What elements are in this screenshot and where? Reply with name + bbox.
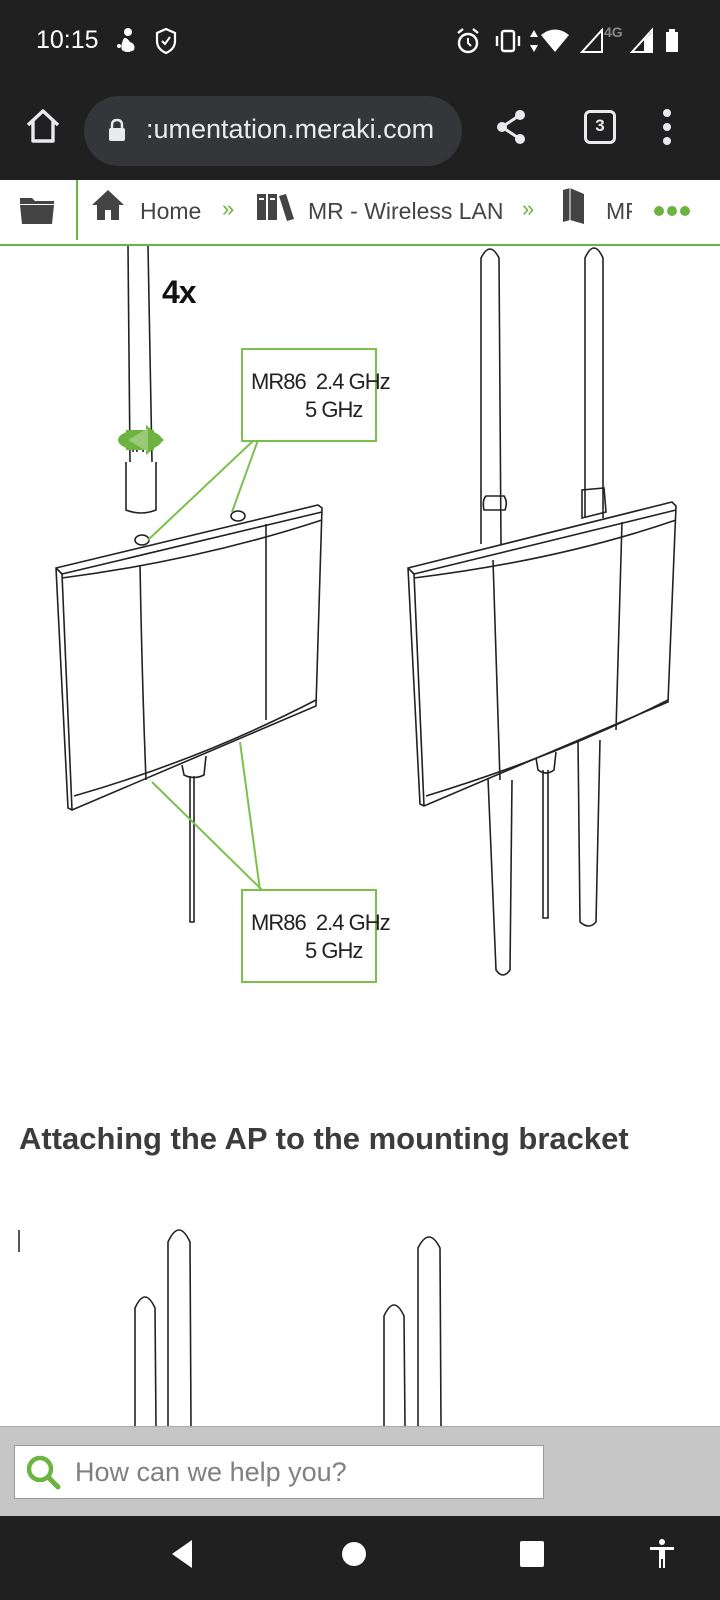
rotate-arrow-icon (118, 425, 164, 455)
home-icon[interactable] (24, 106, 62, 151)
search-placeholder: How can we help you? (75, 1457, 347, 1487)
battery-full-icon (664, 26, 680, 61)
help-search-bar: How can we help you? (0, 1426, 720, 1516)
home-icon (90, 188, 126, 227)
shield-check-icon (154, 26, 178, 61)
wifi-icon (540, 26, 570, 61)
signal-icon (579, 26, 604, 61)
signal-icon (629, 26, 654, 61)
search-icon (25, 1454, 63, 1497)
breadcrumb-divider (76, 180, 78, 240)
label-band: 5 GHz (305, 397, 363, 422)
books-icon (256, 192, 296, 227)
alarm-icon (454, 26, 482, 61)
accessibility-icon[interactable] (648, 1538, 676, 1575)
label-band: 5 GHz (305, 938, 363, 963)
antenna-port-label: MR86 2.4 GHz 5 GHz (241, 889, 391, 983)
breadcrumb: Home » MR - Wireless LAN » MF (0, 180, 720, 246)
antenna-installation-diagram (55, 246, 677, 1426)
network-type-label: 4G (604, 24, 623, 40)
article-content: 4x MR86 2.4 GHz 5 GHz MR86 2.4 GHz 5 GHz (0, 246, 720, 1426)
tab-switcher-button[interactable]: 3 (584, 110, 616, 144)
lock-icon (108, 118, 126, 147)
back-icon[interactable] (170, 1538, 196, 1575)
more-horiz-icon[interactable] (653, 204, 691, 223)
data-arrows-icon (528, 26, 540, 61)
share-icon[interactable] (494, 108, 528, 151)
notification-app-icon (114, 26, 140, 61)
status-time: 10:15 (36, 26, 99, 54)
vibrate-icon (494, 26, 522, 61)
breadcrumb-separator: » (522, 196, 535, 221)
breadcrumb-item-mr-wireless-lan[interactable]: MR - Wireless LAN (308, 198, 504, 224)
home-circle-icon[interactable] (340, 1538, 368, 1575)
book-icon (560, 186, 588, 231)
section-heading: Attaching the AP to the mounting bracket (19, 1121, 629, 1156)
quantity-label: 4x (162, 274, 197, 310)
label-model-band: MR86 2.4 GHz (251, 910, 391, 935)
text-cursor (18, 1230, 20, 1252)
folder-icon[interactable] (18, 192, 56, 231)
label-model-band: MR86 2.4 GHz (251, 369, 391, 394)
breadcrumb-item-current[interactable]: MF (606, 198, 632, 224)
tab-count: 3 (595, 116, 605, 135)
breadcrumb-item-home[interactable]: Home (140, 198, 202, 224)
search-input[interactable]: How can we help you? (14, 1445, 544, 1499)
recents-icon[interactable] (518, 1538, 546, 1575)
system-nav-bar (0, 1516, 720, 1600)
status-bar: 10:15 4G (0, 0, 720, 86)
url-bar[interactable]: :umentation.meraki.com (84, 96, 462, 166)
browser-toolbar: :umentation.meraki.com 3 (0, 86, 720, 180)
antenna-port-label: MR86 2.4 GHz 5 GHz (241, 348, 391, 442)
breadcrumb-separator: » (222, 196, 235, 221)
url-text: :umentation.meraki.com (146, 114, 435, 144)
more-vert-icon[interactable] (662, 108, 672, 151)
